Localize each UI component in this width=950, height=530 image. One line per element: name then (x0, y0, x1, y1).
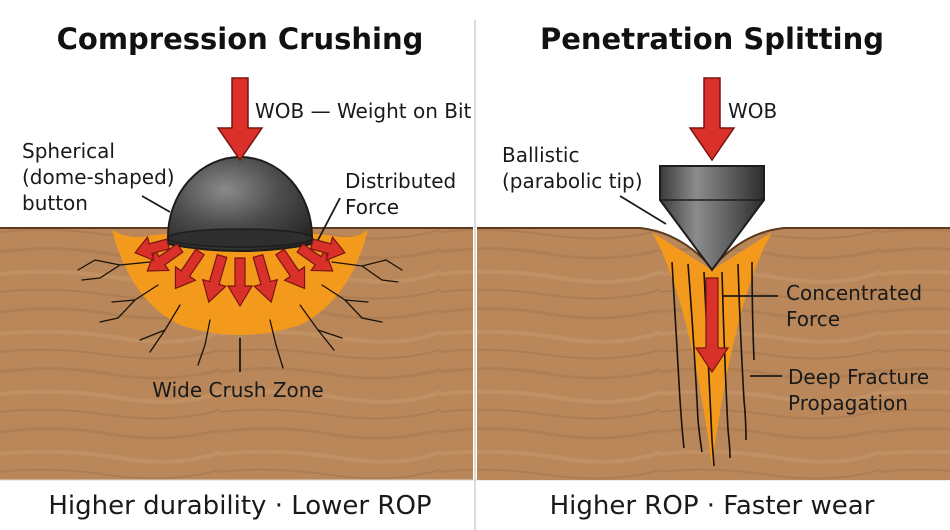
ballistic-button (659, 165, 765, 272)
concentrated-force-arrow (694, 277, 730, 374)
button-label-line3: button (22, 191, 88, 215)
distributed-force-arrows (134, 235, 346, 308)
force-label-line2: Force (786, 307, 840, 331)
force-label-line2: Force (345, 195, 399, 219)
wob-arrow (688, 77, 736, 162)
spherical-button (167, 156, 313, 252)
panel-title: Compression Crushing (57, 22, 424, 56)
zone-label: Wide Crush Zone (152, 378, 323, 402)
button-label-line1: Spherical (22, 139, 115, 163)
panel-title: Penetration Splitting (540, 22, 884, 56)
force-label-line1: Distributed (345, 169, 456, 193)
button-label-line1: Ballistic (502, 143, 579, 167)
wob-label: WOB — Weight on Bit (255, 99, 472, 123)
vertical-cracks (671, 261, 755, 467)
wob-label: WOB (728, 99, 777, 123)
force-leader (317, 197, 341, 241)
button-leader (619, 195, 667, 225)
button-label-line2: (dome-shaped) (22, 165, 175, 189)
panel-penetration-splitting: Penetration Splitting WOB Ballistic (par… (477, 22, 950, 521)
wob-arrow (216, 77, 264, 162)
radial-cracks (77, 259, 403, 369)
panel-footer: Higher durability · Lower ROP (48, 491, 431, 521)
fracture-label-line2: Propagation (788, 391, 908, 415)
button-label-line2: (parabolic tip) (502, 169, 643, 193)
fracture-label-line1: Deep Fracture (788, 365, 929, 389)
force-label-line1: Concentrated (786, 281, 922, 305)
button-leader (141, 195, 171, 213)
panel-compression-crushing: Compression Crushing (0, 22, 473, 521)
panel-footer: Higher ROP · Faster wear (550, 491, 875, 521)
